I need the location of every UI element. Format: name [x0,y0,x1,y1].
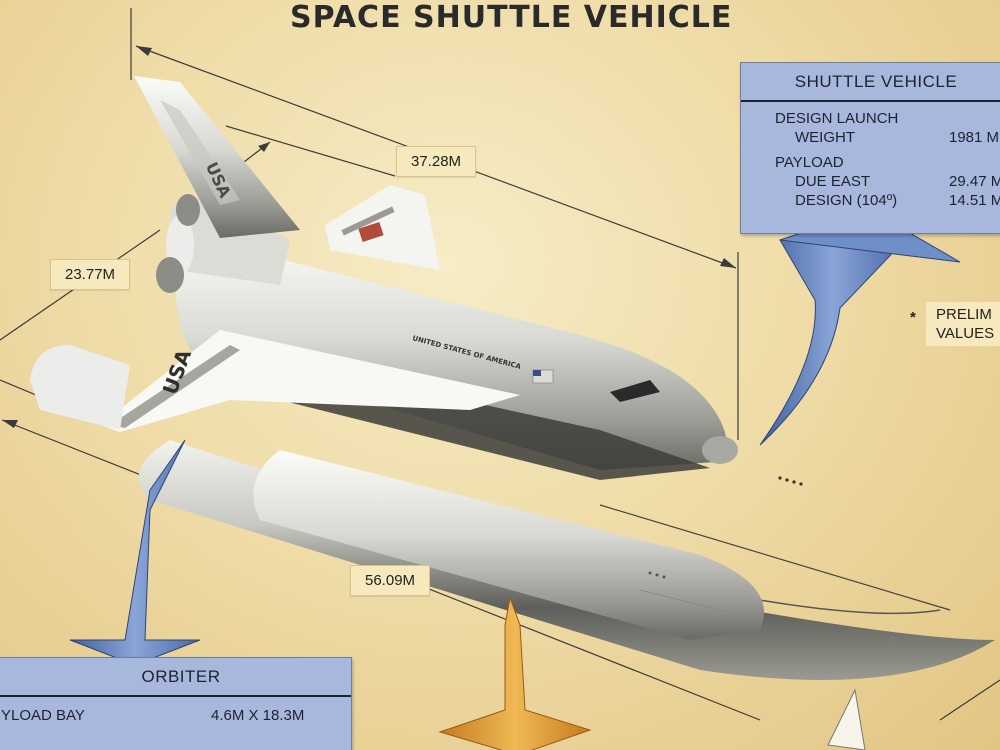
dimension-label-overall-length: 56.09M [350,565,431,596]
spec-label: WEIGHT [795,129,855,146]
shuttle-vehicle-heading: SHUTTLE VEHICLE [741,63,1000,102]
solid-rocket-booster [253,450,765,640]
shuttle-vehicle-specs: DESIGN LAUNCH WEIGHT 1981 M PAYLOAD DUE … [741,102,1000,211]
orbiter-specs: YLOAD BAY 4.6M X 18.3M [0,697,351,726]
spec-label: DESIGN LAUNCH [775,110,899,127]
note-text-box: PRELIM VALUES [926,302,1000,346]
shuttle-vehicle-panel: SHUTTLE VEHICLE DESIGN LAUNCH WEIGHT 198… [740,62,1000,234]
spec-label: DESIGN (104º) [795,192,898,209]
dimension-label-top-length: 37.28M [396,146,477,177]
spec-row: DUE EAST 29.47 M [741,173,1000,192]
spec-label: YLOAD BAY [1,707,85,724]
page-title: SPACE SHUTTLE VEHICLE [290,0,733,35]
spec-label: DUE EAST [795,173,871,190]
spec-value: 4.6M X 18.3M [211,707,305,724]
orbiter [30,76,803,486]
note-marker: * [910,309,916,326]
spec-value: 29.47 M [949,173,1000,190]
spec-value: 14.51 M [949,192,1000,209]
orbiter-heading: ORBITER [0,658,351,697]
spec-row: DESIGN LAUNCH [741,110,1000,129]
spec-row: PAYLOAD [741,154,1000,173]
spec-label: PAYLOAD [775,154,844,171]
white-arrow-tip [827,688,866,750]
note-line: VALUES [936,325,995,342]
dimension-label-wingspan: 23.77M [50,259,131,290]
note-line: PRELIM [936,306,992,323]
dimension-line-upper [225,125,396,177]
spec-row: WEIGHT 1981 M [741,129,1000,148]
spec-value: 1981 M [949,129,1000,146]
blue-arrow-orbiter [69,439,201,666]
orange-arrow [438,596,592,750]
spec-row: DESIGN (104º) 14.51 M [741,192,1000,211]
dimension-line-lower-right [939,679,1000,721]
spec-row: YLOAD BAY 4.6M X 18.3M [0,707,351,726]
orbiter-panel: ORBITER YLOAD BAY 4.6M X 18.3M [0,657,352,750]
